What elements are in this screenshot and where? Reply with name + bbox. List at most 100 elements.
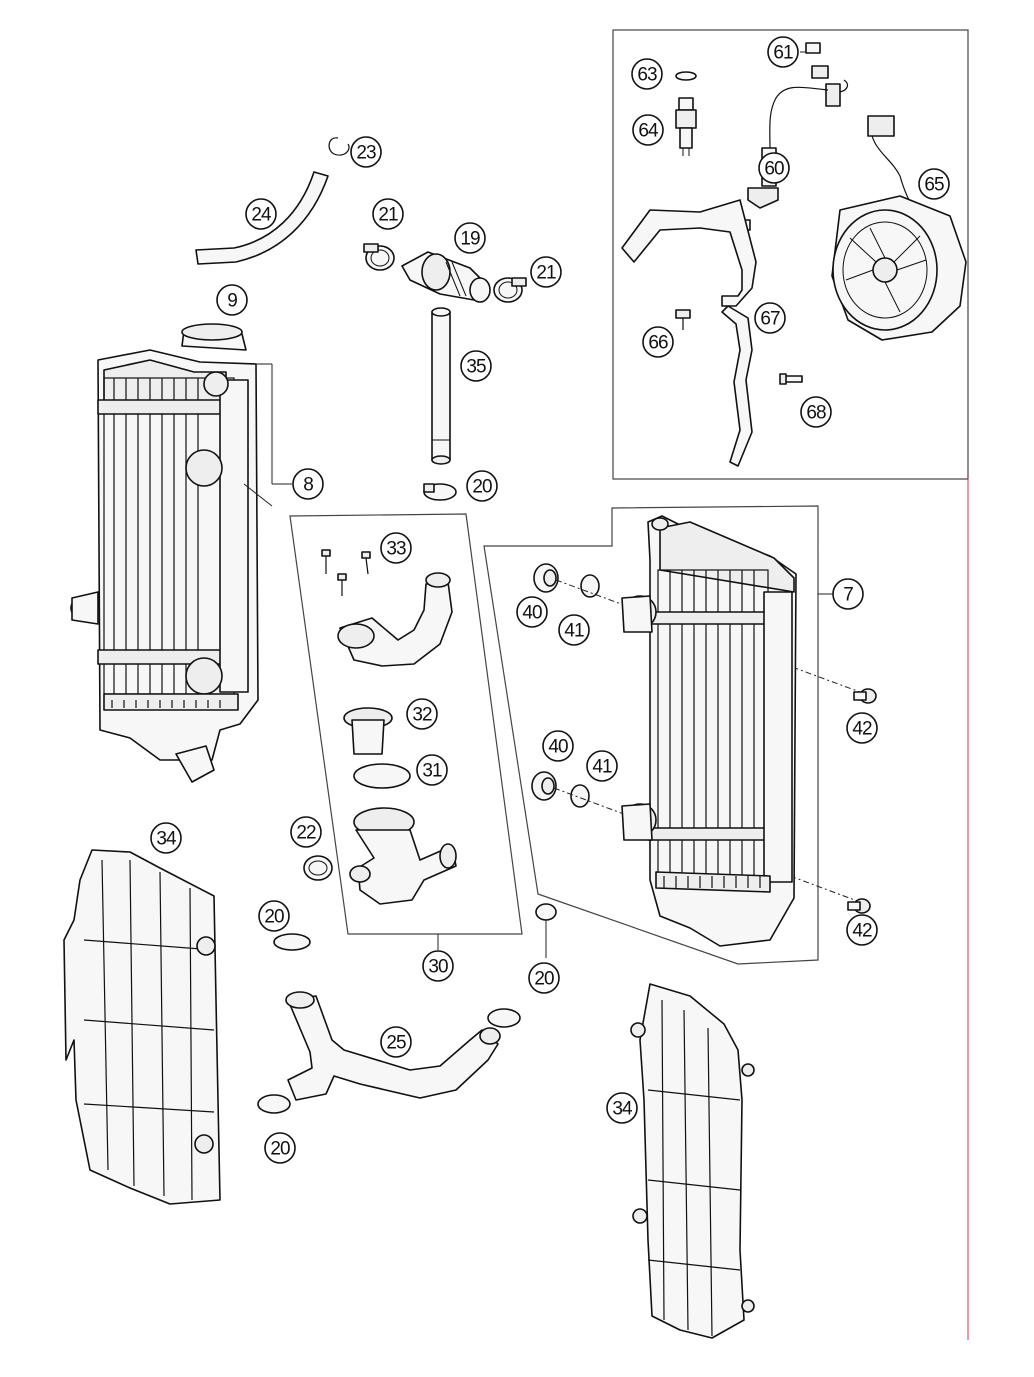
callout-circle	[832, 578, 864, 610]
radiator-hose-part	[287, 995, 499, 1101]
callout-circle	[606, 1092, 638, 1124]
callout-number: 61	[773, 43, 793, 64]
callout-63: 63	[631, 58, 663, 90]
callout-circle	[216, 284, 248, 316]
callout-22: 22	[290, 816, 322, 848]
callout-circle	[758, 152, 790, 184]
callout-42a: 42	[846, 712, 878, 744]
callout-circle	[586, 750, 618, 782]
callout-number: 20	[472, 477, 492, 498]
washer-part	[675, 71, 697, 81]
callout-number: 30	[428, 957, 448, 978]
hose-coupling-part	[401, 251, 491, 303]
hose-clamp-part	[257, 1094, 291, 1114]
hose-clamp-part	[363, 243, 395, 271]
radiator-shroud-part	[63, 849, 221, 1205]
callout-41a: 41	[558, 614, 590, 646]
callout-circle	[380, 532, 412, 564]
callout-number: 64	[638, 121, 659, 142]
callout-circle	[800, 396, 832, 428]
callout-circle	[258, 900, 290, 932]
radiator-fan-part	[831, 115, 967, 341]
callout-24: 24	[245, 198, 277, 230]
left-radiator-part	[70, 323, 259, 783]
callout-number: 34	[156, 829, 177, 850]
callout-7: 7	[832, 578, 864, 610]
callout-circle	[642, 326, 674, 358]
callout-number: 67	[760, 309, 780, 330]
callout-34a: 34	[150, 822, 182, 854]
callout-number: 33	[386, 539, 406, 560]
callout-circle	[558, 614, 590, 646]
callout-34b: 34	[606, 1092, 638, 1124]
callout-19: 19	[454, 222, 486, 254]
callout-40a: 40	[516, 596, 548, 628]
callout-number: 21	[378, 205, 398, 226]
callout-number: 20	[534, 969, 554, 990]
hose-clamp-part	[487, 1008, 521, 1028]
grommet-part	[533, 563, 559, 593]
callout-circle	[530, 256, 562, 288]
washer-part	[580, 574, 600, 598]
callout-circle	[542, 730, 574, 762]
callout-number: 32	[412, 705, 432, 726]
cable-harness-part	[741, 42, 849, 231]
callout-circle	[516, 596, 548, 628]
callout-32: 32	[406, 698, 438, 730]
callout-number: 31	[422, 761, 442, 782]
callout-number: 34	[612, 1099, 633, 1120]
radiator-shroud-part	[630, 983, 755, 1339]
callout-number: 25	[386, 1033, 406, 1054]
fan-bracket-part	[621, 199, 757, 467]
callout-number: 41	[592, 757, 612, 778]
callout-circle	[290, 816, 322, 848]
callout-circle	[350, 136, 382, 168]
callout-number: 63	[637, 65, 657, 86]
callout-number: 21	[536, 263, 556, 284]
callout-23: 23	[350, 136, 382, 168]
callout-21a: 21	[372, 198, 404, 230]
callout-35: 35	[460, 350, 492, 382]
fan-assembly-frame	[612, 29, 969, 1340]
callout-64: 64	[632, 114, 664, 146]
callout-number: 68	[806, 403, 826, 424]
callout-20d: 20	[264, 1132, 296, 1164]
hose-end	[479, 1027, 501, 1045]
hose-clamp-part	[423, 483, 457, 501]
callout-33: 33	[380, 532, 412, 564]
washer-part	[570, 784, 590, 808]
callout-20b: 20	[258, 900, 290, 932]
callout-circle	[380, 1026, 412, 1058]
callout-circle	[767, 36, 799, 68]
callout-circle	[846, 712, 878, 744]
callout-circle	[631, 58, 663, 90]
callout-circle	[460, 350, 492, 382]
callout-31: 31	[416, 754, 448, 786]
callout-number: 24	[251, 205, 272, 226]
callout-number: 60	[764, 159, 784, 180]
callout-66: 66	[642, 326, 674, 358]
callout-circle	[918, 168, 950, 200]
thermostat-housing-part	[337, 572, 453, 667]
callout-number: 22	[296, 823, 316, 844]
callout-65: 65	[918, 168, 950, 200]
callout-circle	[754, 302, 786, 334]
callout-number: 66	[648, 333, 668, 354]
callout-60: 60	[758, 152, 790, 184]
callout-40b: 40	[542, 730, 574, 762]
callout-8: 8	[292, 468, 324, 500]
callout-circle	[372, 198, 404, 230]
callout-number: 41	[564, 621, 584, 642]
callout-circle	[406, 698, 438, 730]
bolt-part	[853, 688, 877, 704]
callout-number: 40	[548, 737, 568, 758]
thermostat-group-frame	[289, 513, 523, 935]
hose-clamp-part	[493, 277, 527, 303]
hose-clamp-part	[535, 903, 557, 921]
callout-20a: 20	[466, 470, 498, 502]
grommet-part	[531, 771, 557, 801]
vent-hose-part	[195, 171, 329, 265]
callout-circle	[466, 470, 498, 502]
callout-circle	[292, 468, 324, 500]
